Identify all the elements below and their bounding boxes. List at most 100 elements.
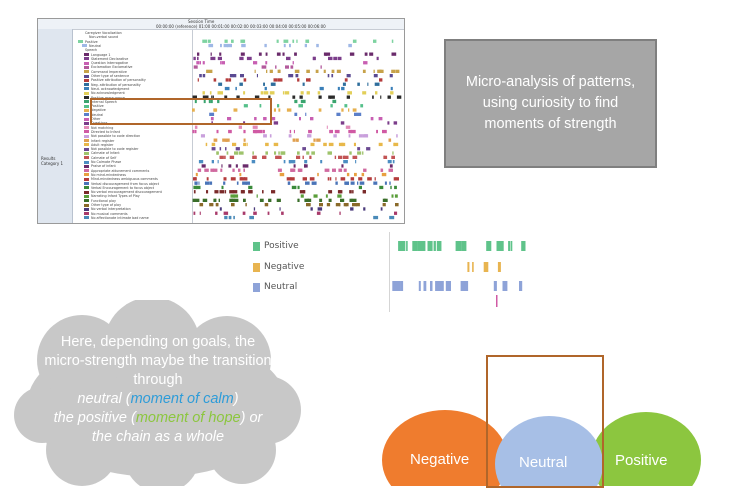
timeline-event-mark [345,181,349,185]
code-label: Statement Declarative [91,56,129,61]
cloud-moment-of-calm: moment of calm [130,391,234,407]
timeline-event-mark [292,39,295,43]
timeline-event-mark [264,43,267,48]
code-tree-row[interactable]: Verbal discouragement from focus object [72,182,204,186]
code-tree-row[interactable]: Infant register [72,139,204,143]
timeline-event-mark [230,177,236,181]
code-tree-row[interactable]: No verbal encouragement discouragement [72,190,204,194]
zoomed-event-mark [496,295,498,307]
code-tree-row[interactable]: Positive attribution of personality [72,78,204,82]
timeline-event-mark [216,129,219,134]
code-tree-row[interactable]: Calmate of Self [72,156,204,160]
timeline-event-mark [235,86,237,91]
timeline-event-mark [334,155,337,159]
timeline-event-mark [328,190,333,194]
code-tree-row[interactable]: Question Interrogative [72,61,204,65]
timeline-event-mark [261,65,267,69]
timeline-event-mark [286,177,292,181]
code-label: Other type of sentence [91,74,130,78]
timeline-event-mark [236,95,240,99]
timeline-event-mark [262,155,267,159]
timeline-event-mark [266,69,268,73]
code-tree-row[interactable]: Praise of infant [72,164,204,168]
timeline-event-mark [279,207,281,211]
code-tree-row[interactable]: No Calmate Phase [72,160,204,164]
code-tree-row[interactable]: Command Imperative [72,70,204,74]
code-tree-row[interactable]: Language 1 [72,53,204,57]
timeline-event-mark [286,108,292,112]
timeline-event-mark [228,164,232,168]
code-tree-row[interactable]: Neutral [72,44,202,48]
code-tree-row[interactable]: Caregiver Vocalization [72,31,198,35]
code-label: Neutral [91,112,104,117]
timeline-divider [389,232,390,312]
code-tree-row[interactable]: No affectionate intimate bad name [72,216,204,220]
code-tree-row[interactable]: Neg. attribution of personality [72,83,204,87]
timeline-event-mark [243,198,246,202]
cloud-moment-of-hope: moment of hope [135,410,241,426]
code-tree-row[interactable]: Appropriate attunement comments [72,169,204,173]
timeline-header-title: Session Time [188,19,215,24]
code-tree-row[interactable]: Positive [72,40,198,44]
timeline-event-mark [219,207,222,211]
code-tree-row[interactable]: Exclamation Exclamative [72,65,204,69]
code-color-swatch [84,160,89,164]
timeline-event-mark [326,125,328,129]
code-color-swatch [84,91,89,95]
code-tree-row[interactable]: Other type of play [72,203,204,207]
timeline-event-mark [391,69,396,73]
timeline-event-mark [391,155,395,159]
timeline-event-mark [245,181,250,185]
code-tree-row[interactable]: Not possible to code direction [72,134,204,138]
code-tree-row[interactable]: Non-verbal sound [72,35,202,39]
timeline-event-mark [344,78,348,82]
code-tree-row[interactable]: Other [72,117,204,121]
timeline-event-mark [363,61,368,65]
zoomed-event-mark [521,241,526,251]
timeline-event-mark [244,164,249,168]
code-label: Neutral [89,43,102,48]
code-tree-row[interactable]: Verbal Encouragement to focus object [72,186,204,190]
neutral-swatch [253,282,260,292]
timeline-event-mark [372,95,374,99]
code-label: No verbal encouragement discouragement [91,190,162,195]
code-tree-row[interactable]: No musical comments [72,212,204,216]
code-tree-row[interactable]: Not possible to code register [72,147,204,151]
timeline-event-mark [220,168,223,172]
code-tree-row[interactable]: Speech [72,48,198,52]
code-tree-row[interactable]: Statement Declarative [72,57,204,61]
code-tree-row[interactable]: Negative [72,108,204,112]
code-tree-row[interactable]: Not matching [72,126,204,130]
code-tree-row[interactable]: Neut. acknowledgment [72,87,204,91]
code-tree-row[interactable]: Neutral [72,113,204,117]
timeline-event-mark [228,78,232,82]
timeline-event-mark [288,160,294,164]
code-tree-row[interactable]: Calmate of Infant [72,151,204,155]
zoomed-event-mark [417,241,422,251]
zoomed-event-mark [460,281,465,291]
timeline-event-mark [363,207,366,211]
code-tree-row[interactable]: Positive [72,104,204,108]
zoomed-event-mark [497,262,501,272]
timeline-event-mark [250,190,253,194]
code-tree-row[interactable]: Positive reassurance [72,96,204,100]
code-tree-row[interactable]: Other type of sentence [72,74,204,78]
code-tree-row[interactable]: No verbal interpretation [72,207,204,211]
timeline-event-mark [259,198,264,202]
code-tree-row[interactable]: Internal Speech [72,100,204,104]
timeline-event-mark [297,78,300,82]
code-tree-row[interactable]: Adult register [72,143,204,147]
timeline-event-mark [238,168,241,172]
code-tree-row[interactable]: Mind-mindedness ambiguous comments [72,177,204,181]
code-color-swatch [84,143,89,147]
timeline-event-mark [348,134,351,138]
code-tree-row[interactable]: No acknowledgment [72,91,204,95]
code-tree-row[interactable]: Directed to Infant [72,130,204,134]
timeline-event-mark [277,168,282,172]
code-tree-row[interactable]: No mind-mindedness [72,173,204,177]
timeline-event-mark [376,129,378,134]
code-color-swatch [84,83,89,87]
code-tree-row[interactable]: Functional play [72,199,204,203]
code-tree-row[interactable]: Narrating Infant Types of Play [72,194,204,198]
timeline-event-mark [328,198,332,202]
